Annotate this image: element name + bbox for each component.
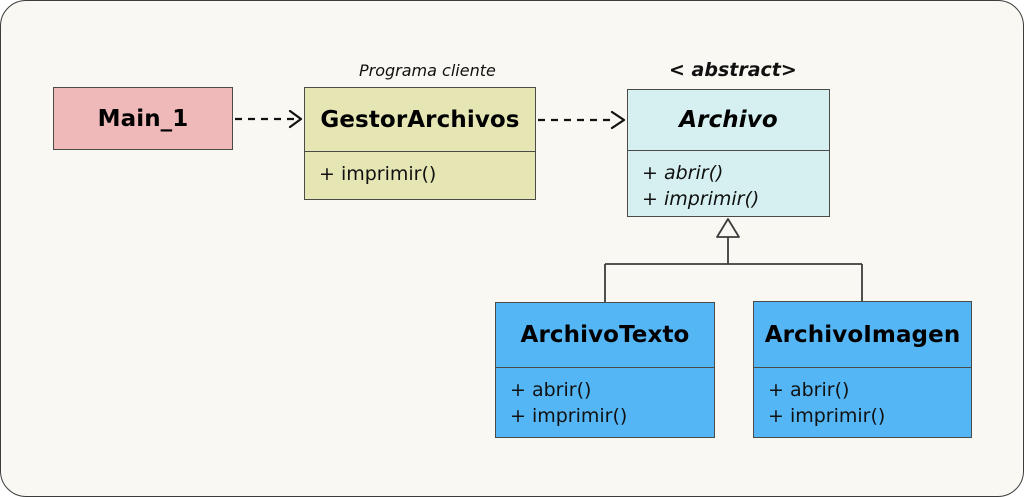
class-members-archivoimagen: + abrir() + imprimir() [754, 368, 971, 437]
inheritance-bus [604, 218, 863, 302]
class-title-archivoimagen: ArchivoImagen [764, 321, 961, 348]
class-title-archivo: Archivo [679, 106, 778, 133]
dependency-gestor-to-archivo [538, 110, 626, 130]
member-abrir: + abrir() [768, 379, 850, 401]
class-box-gestorarchivos[interactable]: GestorArchivos + imprimir() [304, 87, 536, 200]
member-abrir: + abrir() [510, 379, 592, 401]
member-abrir: + abrir() [642, 161, 724, 184]
class-divider [305, 151, 535, 152]
class-box-archivotexto[interactable]: ArchivoTexto + abrir() + imprimir() [495, 302, 715, 438]
class-divider [754, 367, 971, 368]
member-imprimir: + imprimir() [768, 405, 886, 428]
class-box-main[interactable]: Main_1 [53, 87, 233, 150]
member-imprimir: + imprimir() [642, 187, 760, 210]
class-members-gestorarchivos: + imprimir() [305, 152, 535, 199]
class-box-archivoimagen[interactable]: ArchivoImagen + abrir() + imprimir() [753, 301, 972, 438]
caption-programa-cliente: Programa cliente [359, 61, 496, 80]
member-imprimir: + imprimir() [510, 405, 628, 428]
member-imprimir: + imprimir() [319, 163, 437, 185]
inheritance-triangle-icon [716, 218, 740, 238]
class-members-archivotexto: + abrir() + imprimir() [496, 368, 714, 437]
class-title-archivotexto: ArchivoTexto [520, 322, 690, 348]
class-divider [628, 149, 829, 151]
class-divider [496, 367, 714, 368]
caption-abstract-stereotype: < abstract> [669, 59, 797, 81]
dependency-main-to-gestor [235, 109, 303, 129]
class-box-archivo[interactable]: Archivo + abrir() + imprimir() [627, 89, 830, 217]
class-members-archivo: + abrir() + imprimir() [628, 151, 829, 216]
class-title-gestorarchivos: GestorArchivos [320, 106, 520, 133]
class-title-main: Main_1 [97, 105, 189, 132]
